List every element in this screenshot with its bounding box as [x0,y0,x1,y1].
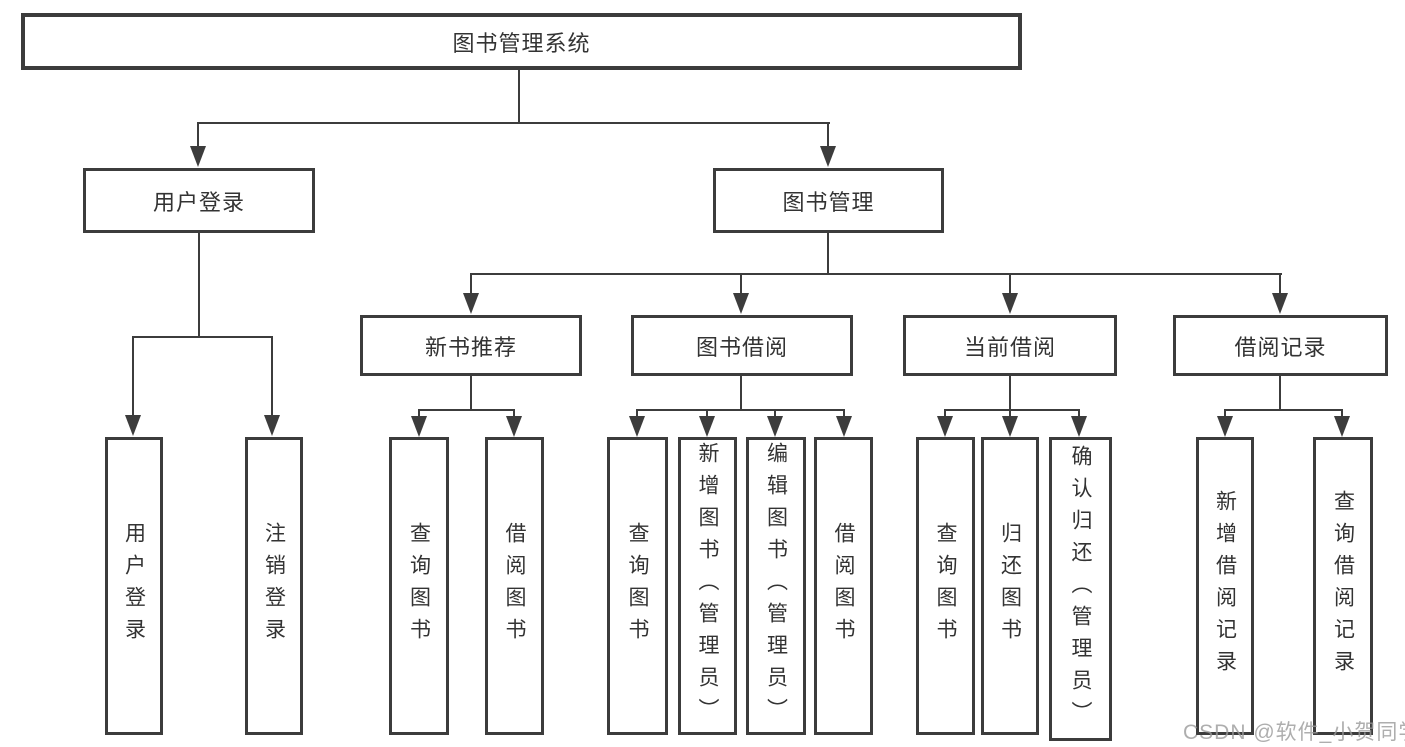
connector-arrow-stem [740,273,742,295]
leaf-return-books-label: 归还图书 [998,522,1022,650]
leaf-edit-book-admin: 编辑图书（管理员） [746,437,806,735]
node-borrowing-records-label: 借阅记录 [1234,334,1327,360]
leaf-confirm-return-admin: 确认归还（管理员） [1049,437,1112,741]
leaf-query-books-borrowing: 查询图书 [607,437,668,735]
connector-level2-rail [197,122,830,124]
connector-arrow-stem [418,409,420,418]
connector-arrow-stem [636,409,638,418]
leaf-logout: 注销登录 [245,437,303,735]
connector-stem [470,376,472,411]
connector-stem [1279,376,1281,411]
arrowhead-down-icon [1272,293,1288,314]
connector-arrow-stem [1224,409,1226,418]
node-new-book-recommend: 新书推荐 [360,315,582,376]
node-root-label: 图书管理系统 [452,30,591,56]
arrowhead-down-icon [411,416,427,437]
connector-arrow-stem [944,409,946,418]
leaf-query-books-recommend: 查询图书 [389,437,449,735]
arrowhead-down-icon [264,415,280,436]
node-current-borrowing: 当前借阅 [903,315,1117,376]
leaf-add-borrow-record: 新增借阅记录 [1196,437,1254,735]
node-book-borrowing-label: 图书借阅 [695,334,788,360]
connector-arrow-stem [1009,409,1011,418]
connector-arrow-stem [1341,409,1343,418]
connector-level3-rail [470,273,1282,275]
arrowhead-down-icon [767,416,783,437]
connector-arrow-stem [827,122,829,148]
node-user-login-label: 用户登录 [152,189,245,215]
node-root: 图书管理系统 [21,13,1022,70]
connector-arrow-stem [774,409,776,418]
connector-rail [636,409,845,411]
connector-arrow-stem [706,409,708,418]
leaf-logout-label: 注销登录 [262,522,286,650]
node-user-login: 用户登录 [83,168,315,233]
node-book-borrowing: 图书借阅 [631,315,853,376]
connector-arrow-stem [1009,273,1011,295]
leaf-query-borrow-record-label: 查询借阅记录 [1331,490,1355,682]
arrowhead-down-icon [463,293,479,314]
leaf-query-books-borrowing-label: 查询图书 [626,522,649,650]
node-book-management: 图书管理 [713,168,944,233]
leaf-borrow-books-recommend-label: 借阅图书 [503,522,526,650]
leaf-add-book-admin: 新增图书（管理员） [678,437,737,735]
connector-rail [944,409,1080,411]
leaf-add-borrow-record-label: 新增借阅记录 [1213,490,1237,682]
leaf-borrow-books-recommend: 借阅图书 [485,437,544,735]
arrowhead-down-icon [629,416,645,437]
connector-arrow-stem [197,122,199,148]
connector-user-login-rail [132,336,273,338]
connector-book-mgmt-stem [827,233,829,275]
node-borrowing-records: 借阅记录 [1173,315,1388,376]
connector-arrow-stem [513,409,515,418]
connector-arrow-stem [1279,273,1281,295]
leaf-user-login-label: 用户登录 [122,522,146,650]
arrowhead-down-icon [1217,416,1233,437]
node-current-borrowing-label: 当前借阅 [963,334,1056,360]
arrowhead-down-icon [836,416,852,437]
leaf-query-books-current-label: 查询图书 [934,522,957,650]
connector-stem [740,376,742,411]
connector-arrow-stem [470,273,472,295]
connector-arrow-stem [132,336,134,416]
arrowhead-down-icon [506,416,522,437]
leaf-query-borrow-record: 查询借阅记录 [1313,437,1373,735]
node-book-management-label: 图书管理 [782,189,875,215]
arrowhead-down-icon [699,416,715,437]
node-new-book-recommend-label: 新书推荐 [424,334,517,360]
connector-stem [1009,376,1011,411]
leaf-add-book-admin-label: 新增图书（管理员） [696,442,719,730]
arrowhead-down-icon [820,146,836,167]
leaf-query-books-recommend-label: 查询图书 [407,522,431,650]
connector-rail [1224,409,1343,411]
arrowhead-down-icon [125,415,141,436]
connector-arrow-stem [843,409,845,418]
connector-arrow-stem [271,336,273,416]
connector-rail [418,409,515,411]
arrowhead-down-icon [190,146,206,167]
connector-arrow-stem [1078,409,1080,418]
arrowhead-down-icon [1002,293,1018,314]
connector-user-login-stem [198,233,200,338]
leaf-user-login: 用户登录 [105,437,163,735]
leaf-return-books: 归还图书 [981,437,1039,735]
leaf-edit-book-admin-label: 编辑图书（管理员） [764,442,788,730]
leaf-query-books-current: 查询图书 [916,437,975,735]
arrowhead-down-icon [937,416,953,437]
leaf-borrow-books-borrowing: 借阅图书 [814,437,873,735]
connector-root-stem [518,70,520,124]
leaf-borrow-books-borrowing-label: 借阅图书 [832,522,855,650]
csdn-watermark: CSDN @软件_小贺同学 [1183,721,1405,744]
arrowhead-down-icon [1071,416,1087,437]
arrowhead-down-icon [1334,416,1350,437]
arrowhead-down-icon [733,293,749,314]
leaf-confirm-return-admin-label: 确认归还（管理员） [1069,445,1092,733]
arrowhead-down-icon [1002,416,1018,437]
